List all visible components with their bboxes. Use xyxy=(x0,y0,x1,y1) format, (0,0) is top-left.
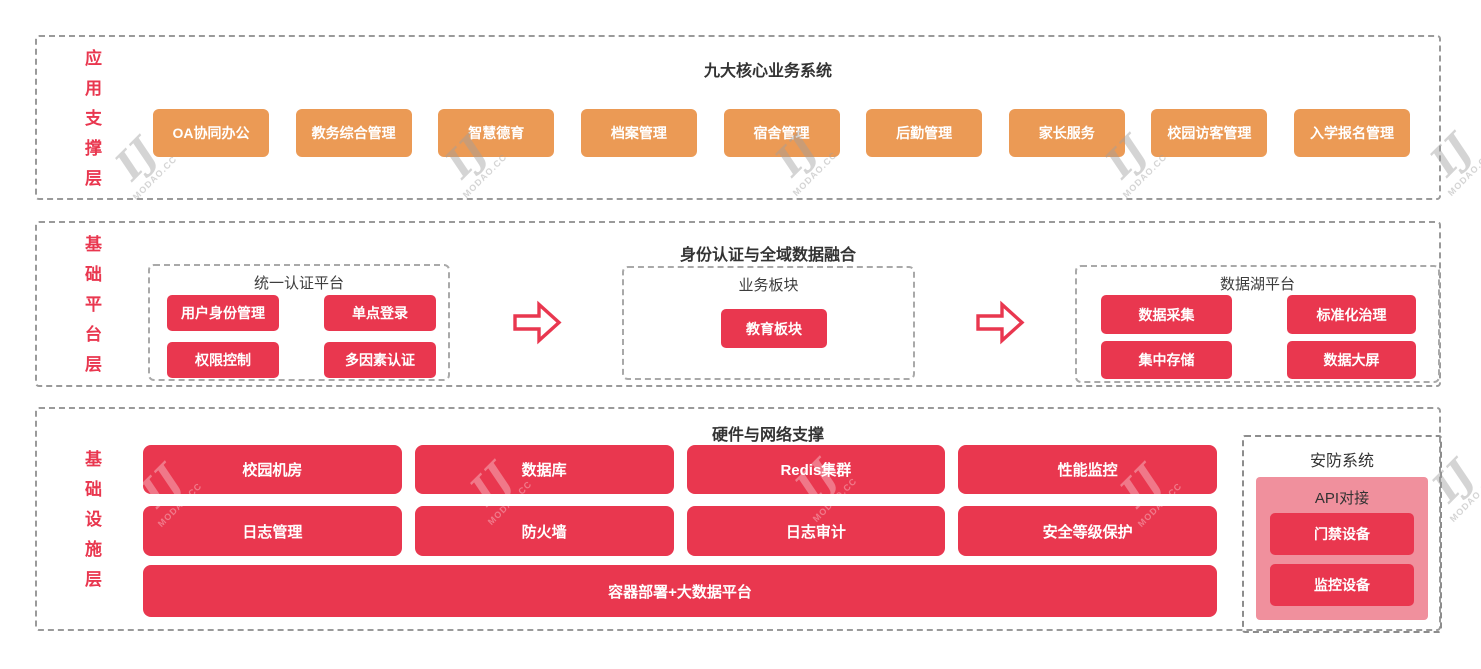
infra-box-machine-room: 校园机房 xyxy=(143,445,402,494)
infra-row-2: 日志管理 防火墙 日志审计 安全等级保护 xyxy=(143,506,1217,556)
auth-box-identity: 用户身份管理 xyxy=(167,295,279,331)
layer-platform: 基础平台层 身份认证与全域数据融合 统一认证平台 用户身份管理 单点登录 权限控… xyxy=(35,221,1441,387)
group-datalake-title: 数据湖平台 xyxy=(1219,276,1295,293)
security-box-access-control: 门禁设备 xyxy=(1270,513,1414,555)
layer-infrastructure: 基础设施层 硬件与网络支撑 校园机房 数据库 Redis集群 性能监控 日志管理… xyxy=(35,407,1442,633)
core-systems-title: 九大核心业务系统 xyxy=(703,63,832,80)
layer-app-support: 应用支撑层 九大核心业务系统 OA协同办公 教务综合管理 智慧德育 档案管理 宿… xyxy=(35,35,1441,200)
security-box-cctv: 监控设备 xyxy=(1270,564,1414,606)
infra-box-perf-monitor: 性能监控 xyxy=(958,445,1217,494)
datalake-box-storage: 集中存储 xyxy=(1101,341,1232,379)
platform-title: 身份认证与全域数据融合 xyxy=(679,247,856,264)
system-box-oa: OA协同办公 xyxy=(153,109,269,157)
infra-box-log-mgmt: 日志管理 xyxy=(143,506,402,556)
group-datalake: 数据湖平台 数据采集 标准化治理 集中存储 数据大屏 xyxy=(1075,265,1440,383)
modao-watermark-text: MODAO.CC xyxy=(1445,149,1481,198)
api-connect-panel: API对接 门禁设备 监控设备 xyxy=(1256,477,1428,620)
system-box-archives: 档案管理 xyxy=(580,109,697,157)
flow-arrow-icon xyxy=(512,300,562,345)
infra-row-1: 校园机房 数据库 Redis集群 性能监控 xyxy=(143,445,1217,494)
system-box-enrollment: 入学报名管理 xyxy=(1294,109,1410,157)
infra-box-container-bigdata: 容器部署+大数据平台 xyxy=(143,565,1217,617)
auth-box-permission: 权限控制 xyxy=(167,342,279,378)
group-business: 业务板块 教育板块 xyxy=(622,266,915,380)
security-system-panel: 安防系统 API对接 门禁设备 监控设备 xyxy=(1242,435,1442,633)
infra-box-log-audit: 日志审计 xyxy=(686,506,946,556)
layer-platform-label: 基础平台层 xyxy=(82,235,101,385)
infra-box-security-level: 安全等级保护 xyxy=(958,506,1217,556)
group-business-title: 业务板块 xyxy=(738,277,799,294)
group-unified-auth-title: 统一认证平台 xyxy=(253,275,344,292)
group-unified-auth: 统一认证平台 用户身份管理 单点登录 权限控制 多因素认证 xyxy=(148,264,450,381)
infra-box-redis: Redis集群 xyxy=(686,445,946,494)
security-system-title: 安防系统 xyxy=(1309,453,1374,470)
core-systems-row: OA协同办公 教务综合管理 智慧德育 档案管理 宿舍管理 后勤管理 家长服务 校… xyxy=(153,109,1410,157)
system-box-visitor: 校园访客管理 xyxy=(1151,109,1268,157)
system-box-logistics: 后勤管理 xyxy=(866,109,983,157)
api-connect-title: API对接 xyxy=(1314,490,1370,507)
auth-box-sso: 单点登录 xyxy=(324,295,436,331)
datalake-box-collect: 数据采集 xyxy=(1101,295,1232,334)
hardware-network-title: 硬件与网络支撑 xyxy=(711,427,824,444)
infra-box-firewall: 防火墙 xyxy=(414,506,674,556)
system-box-academic: 教务综合管理 xyxy=(295,109,412,157)
auth-box-mfa: 多因素认证 xyxy=(324,342,436,378)
datalake-box-governance: 标准化治理 xyxy=(1287,295,1416,334)
business-box-education: 教育板块 xyxy=(721,309,827,348)
system-box-moral-edu: 智慧德育 xyxy=(438,109,555,157)
datalake-box-bigscreen: 数据大屏 xyxy=(1287,341,1416,379)
infra-box-database: 数据库 xyxy=(414,445,674,494)
system-box-dormitory: 宿舍管理 xyxy=(723,109,840,157)
layer-app-support-label: 应用支撑层 xyxy=(82,48,101,199)
modao-watermark-text: MODAO.CC xyxy=(1447,475,1481,524)
flow-arrow-icon xyxy=(975,300,1025,345)
layer-infrastructure-label: 基础设施层 xyxy=(82,450,101,600)
system-box-parents: 家长服务 xyxy=(1008,109,1125,157)
